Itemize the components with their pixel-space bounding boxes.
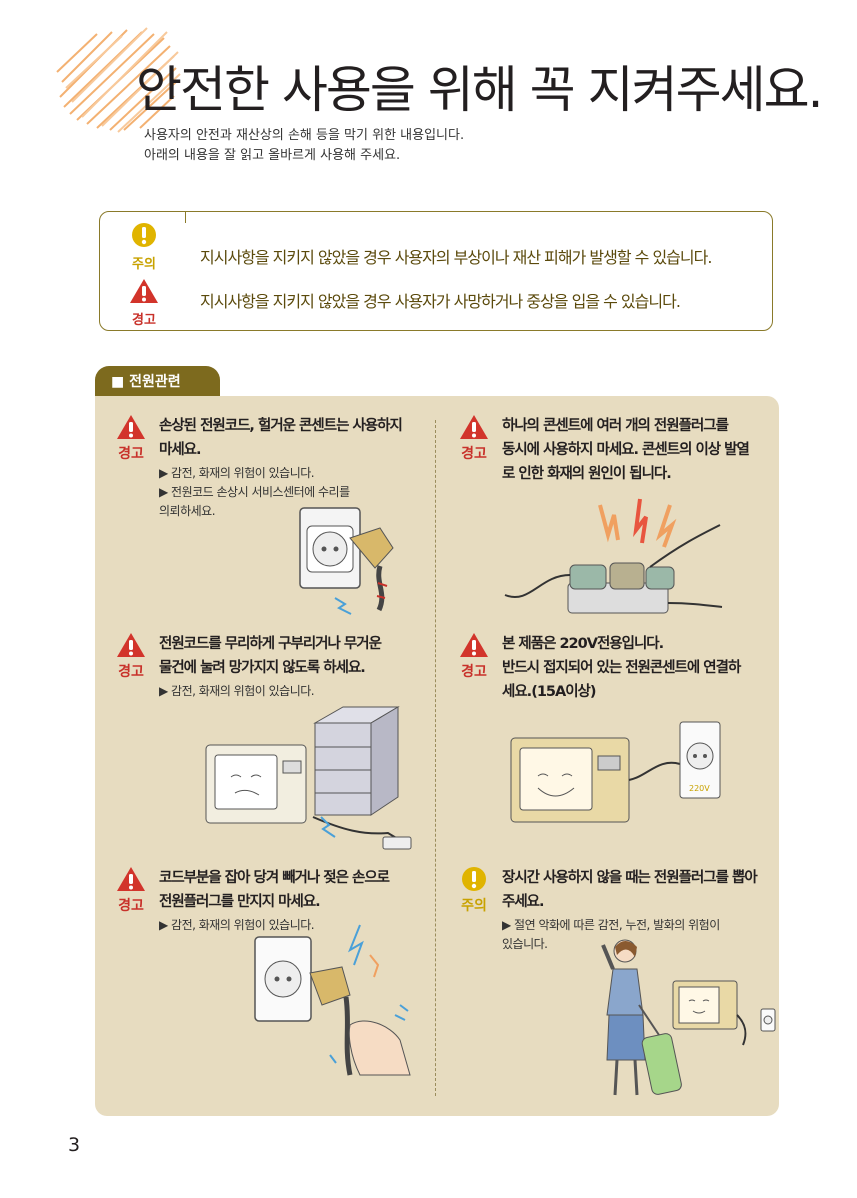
heading-line: 세요.(15A이상) bbox=[502, 684, 597, 700]
heading-line: 하나의 콘센트에 여러 개의 전원플러그를 bbox=[502, 418, 729, 434]
damaged-plug-illustration bbox=[299, 507, 394, 615]
power-strip-illustration bbox=[504, 498, 723, 614]
wet-hand-plug-illustration bbox=[254, 924, 411, 1076]
heading-line: 물건에 눌려 망가지지 않도록 하세요. bbox=[159, 660, 366, 676]
heading-line: 장시간 사용하지 않을 때는 전원플러그를 뽑아 bbox=[502, 870, 758, 886]
heading-line: 마세요. bbox=[159, 442, 202, 458]
caution-symbol: 주의 bbox=[456, 866, 492, 915]
caution-description: 지시사항을 지키지 않았을 경우 사용자의 부상이나 재산 피해가 발생할 수 … bbox=[200, 248, 712, 267]
item-bullets: ▶ 감전, 화재의 위험이 있습니다. bbox=[159, 682, 315, 701]
warning-symbol: 경고 bbox=[456, 632, 492, 681]
bullet-line: ▶ 절연 악화에 따른 감전, 누전, 발화의 위험이 bbox=[502, 918, 720, 932]
bullet-line: ▶ 전원코드 손상시 서비스센터에 수리를 bbox=[159, 485, 350, 499]
warning-symbol: 경고 bbox=[122, 278, 166, 328]
warning-symbol: 경고 bbox=[113, 632, 149, 681]
item-bullets: ▶ 감전, 화재의 위험이 있습니다. bbox=[159, 916, 315, 935]
warning-triangle-icon bbox=[117, 867, 145, 891]
item-heading: 코드부분을 잡아 당겨 빼거나 젖은 손으로 전원플러그를 만지지 마세요. bbox=[159, 866, 390, 914]
warning-triangle-icon bbox=[117, 415, 145, 439]
warning-symbol: 경고 bbox=[113, 414, 149, 463]
warning-description: 지시사항을 지키지 않았을 경우 사용자가 사망하거나 중상을 입을 수 있습니… bbox=[200, 292, 681, 311]
warning-triangle-icon bbox=[460, 633, 488, 657]
warning-label: 경고 bbox=[132, 313, 156, 328]
bullet-line: ▶ 감전, 화재의 위험이 있습니다. bbox=[159, 466, 315, 480]
bullet-line: 의뢰하세요. bbox=[159, 504, 216, 518]
legend-box: 주의 지시사항을 지키지 않았을 경우 사용자의 부상이나 재산 피해가 발생할… bbox=[99, 211, 773, 331]
bullet-line: ▶ 감전, 화재의 위험이 있습니다. bbox=[159, 918, 315, 932]
legend-tick bbox=[185, 211, 186, 223]
item-heading: 하나의 콘센트에 여러 개의 전원플러그를 동시에 사용하지 마세요. 콘센트의… bbox=[502, 414, 750, 486]
warning-label: 경고 bbox=[118, 664, 144, 680]
item-heading: 손상된 전원코드, 헐거운 콘센트는 사용하지 마세요. bbox=[159, 414, 403, 462]
intro-line: 사용자의 안전과 재산상의 손해 등을 막기 위한 내용입니다. bbox=[144, 128, 465, 143]
caution-label: 주의 bbox=[132, 257, 156, 272]
warning-label: 경고 bbox=[118, 898, 144, 914]
page-number: 3 bbox=[68, 1134, 81, 1156]
warning-triangle-icon bbox=[130, 279, 158, 303]
warning-symbol: 경고 bbox=[113, 866, 149, 915]
exclamation-circle-icon bbox=[132, 223, 156, 247]
intro-text: 사용자의 안전과 재산상의 손해 등을 막기 위한 내용입니다. 아래의 내용을… bbox=[144, 126, 464, 166]
bullet-line: 있습니다. bbox=[502, 937, 548, 951]
heading-line: 동시에 사용하지 마세요. 콘센트의 이상 발열 bbox=[502, 442, 750, 458]
item-bullets: ▶ 감전, 화재의 위험이 있습니다. ▶ 전원코드 손상시 서비스센터에 수리… bbox=[159, 464, 350, 521]
bullet-line: ▶ 감전, 화재의 위험이 있습니다. bbox=[159, 684, 315, 698]
heading-line: 반드시 접지되어 있는 전원콘센트에 연결하 bbox=[502, 660, 741, 676]
grounded-outlet-illustration: 220V bbox=[510, 721, 721, 823]
caution-symbol: 주의 bbox=[122, 222, 166, 272]
item-heading: 장시간 사용하지 않을 때는 전원플러그를 뽑아 주세요. bbox=[502, 866, 758, 914]
heading-line: 손상된 전원코드, 헐거운 콘센트는 사용하지 bbox=[159, 418, 403, 434]
heading-line: 주세요. bbox=[502, 894, 545, 910]
warning-label: 경고 bbox=[461, 446, 487, 462]
item-bullets: ▶ 절연 악화에 따른 감전, 누전, 발화의 위험이 있습니다. bbox=[502, 916, 720, 954]
warning-label: 경고 bbox=[118, 446, 144, 462]
heading-line: 로 인한 화재의 원인이 됩니다. bbox=[502, 466, 672, 482]
crushed-cord-illustration bbox=[205, 706, 412, 850]
heading-line: 코드부분을 잡아 당겨 빼거나 젖은 손으로 bbox=[159, 870, 390, 886]
heading-line: 전원코드를 무리하게 구부리거나 무거운 bbox=[159, 636, 382, 652]
intro-line: 아래의 내용을 잘 읽고 올바르게 사용해 주세요. bbox=[144, 148, 401, 163]
column-divider bbox=[435, 420, 436, 1096]
caution-label: 주의 bbox=[461, 898, 487, 914]
exclamation-circle-icon bbox=[462, 867, 486, 891]
section-tab-power: ■ 전원관련 bbox=[95, 366, 220, 398]
warning-triangle-icon bbox=[117, 633, 145, 657]
warning-symbol: 경고 bbox=[456, 414, 492, 463]
page-title: 안전한 사용을 위해 꼭 지켜주세요. bbox=[136, 61, 823, 119]
heading-line: 본 제품은 220V전용입니다. bbox=[502, 636, 664, 652]
item-heading: 본 제품은 220V전용입니다. 반드시 접지되어 있는 전원콘센트에 연결하 … bbox=[502, 632, 741, 704]
warning-triangle-icon bbox=[460, 415, 488, 439]
heading-line: 전원플러그를 만지지 마세요. bbox=[159, 894, 321, 910]
item-heading: 전원코드를 무리하게 구부리거나 무거운 물건에 눌려 망가지지 않도록 하세요… bbox=[159, 632, 382, 680]
warning-label: 경고 bbox=[461, 664, 487, 680]
orange-scribble-decoration bbox=[56, 27, 181, 133]
traveler-unplugged-illustration bbox=[601, 939, 776, 1096]
outlet-voltage-label: 220V bbox=[689, 784, 710, 793]
